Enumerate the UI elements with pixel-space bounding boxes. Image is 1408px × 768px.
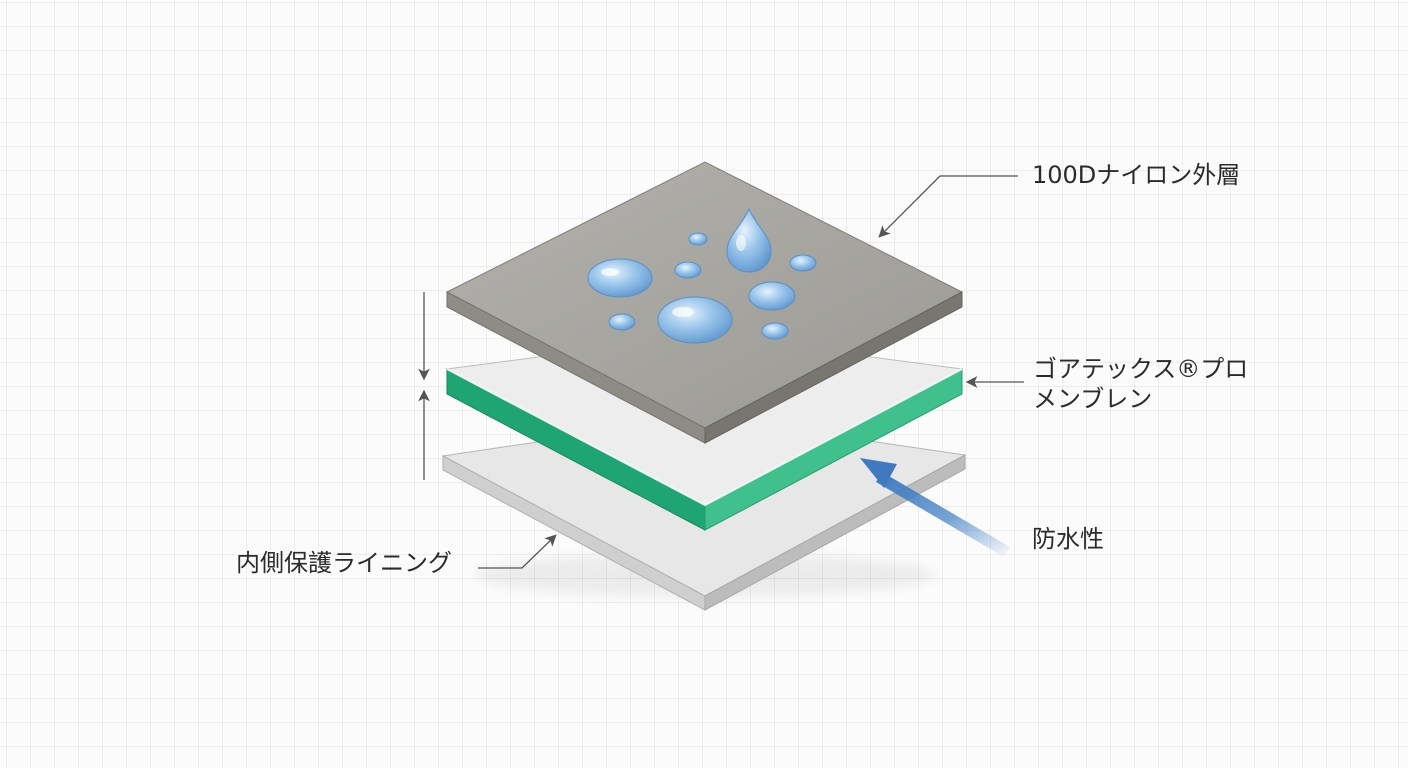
inner-leader-line [478,534,557,569]
outer-leader-line [878,175,1018,238]
waterproof-arrow [860,458,1010,557]
leader-lines [418,175,1024,569]
waterproof-label: 防水性 [1032,525,1104,553]
water-drop-icon [748,281,796,311]
outer-layer-label: 100Dナイロン外層 [1032,161,1241,189]
membrane-label-line-2: メンブレン [1033,385,1153,413]
membrane-layer-label: ゴアテックス®プロ メンブレン [1033,354,1263,414]
water-drop-icon [587,258,653,298]
water-drop-icon [608,313,636,331]
arrow-head-icon [860,458,897,488]
water-drop-icon [761,322,789,340]
outer-side-right [704,291,963,444]
water-drop-icon [726,207,772,273]
water-droplets [587,207,817,344]
outer-layer [445,161,964,444]
inner-lining-label: 内側保護ライニング [236,549,452,577]
water-drop-icon [674,261,702,279]
membrane-label-line-1: ゴアテックス®プロ [1033,355,1249,383]
water-drop-icon [657,296,733,344]
water-drop-icon [789,254,817,272]
water-drop-icon [688,232,708,246]
